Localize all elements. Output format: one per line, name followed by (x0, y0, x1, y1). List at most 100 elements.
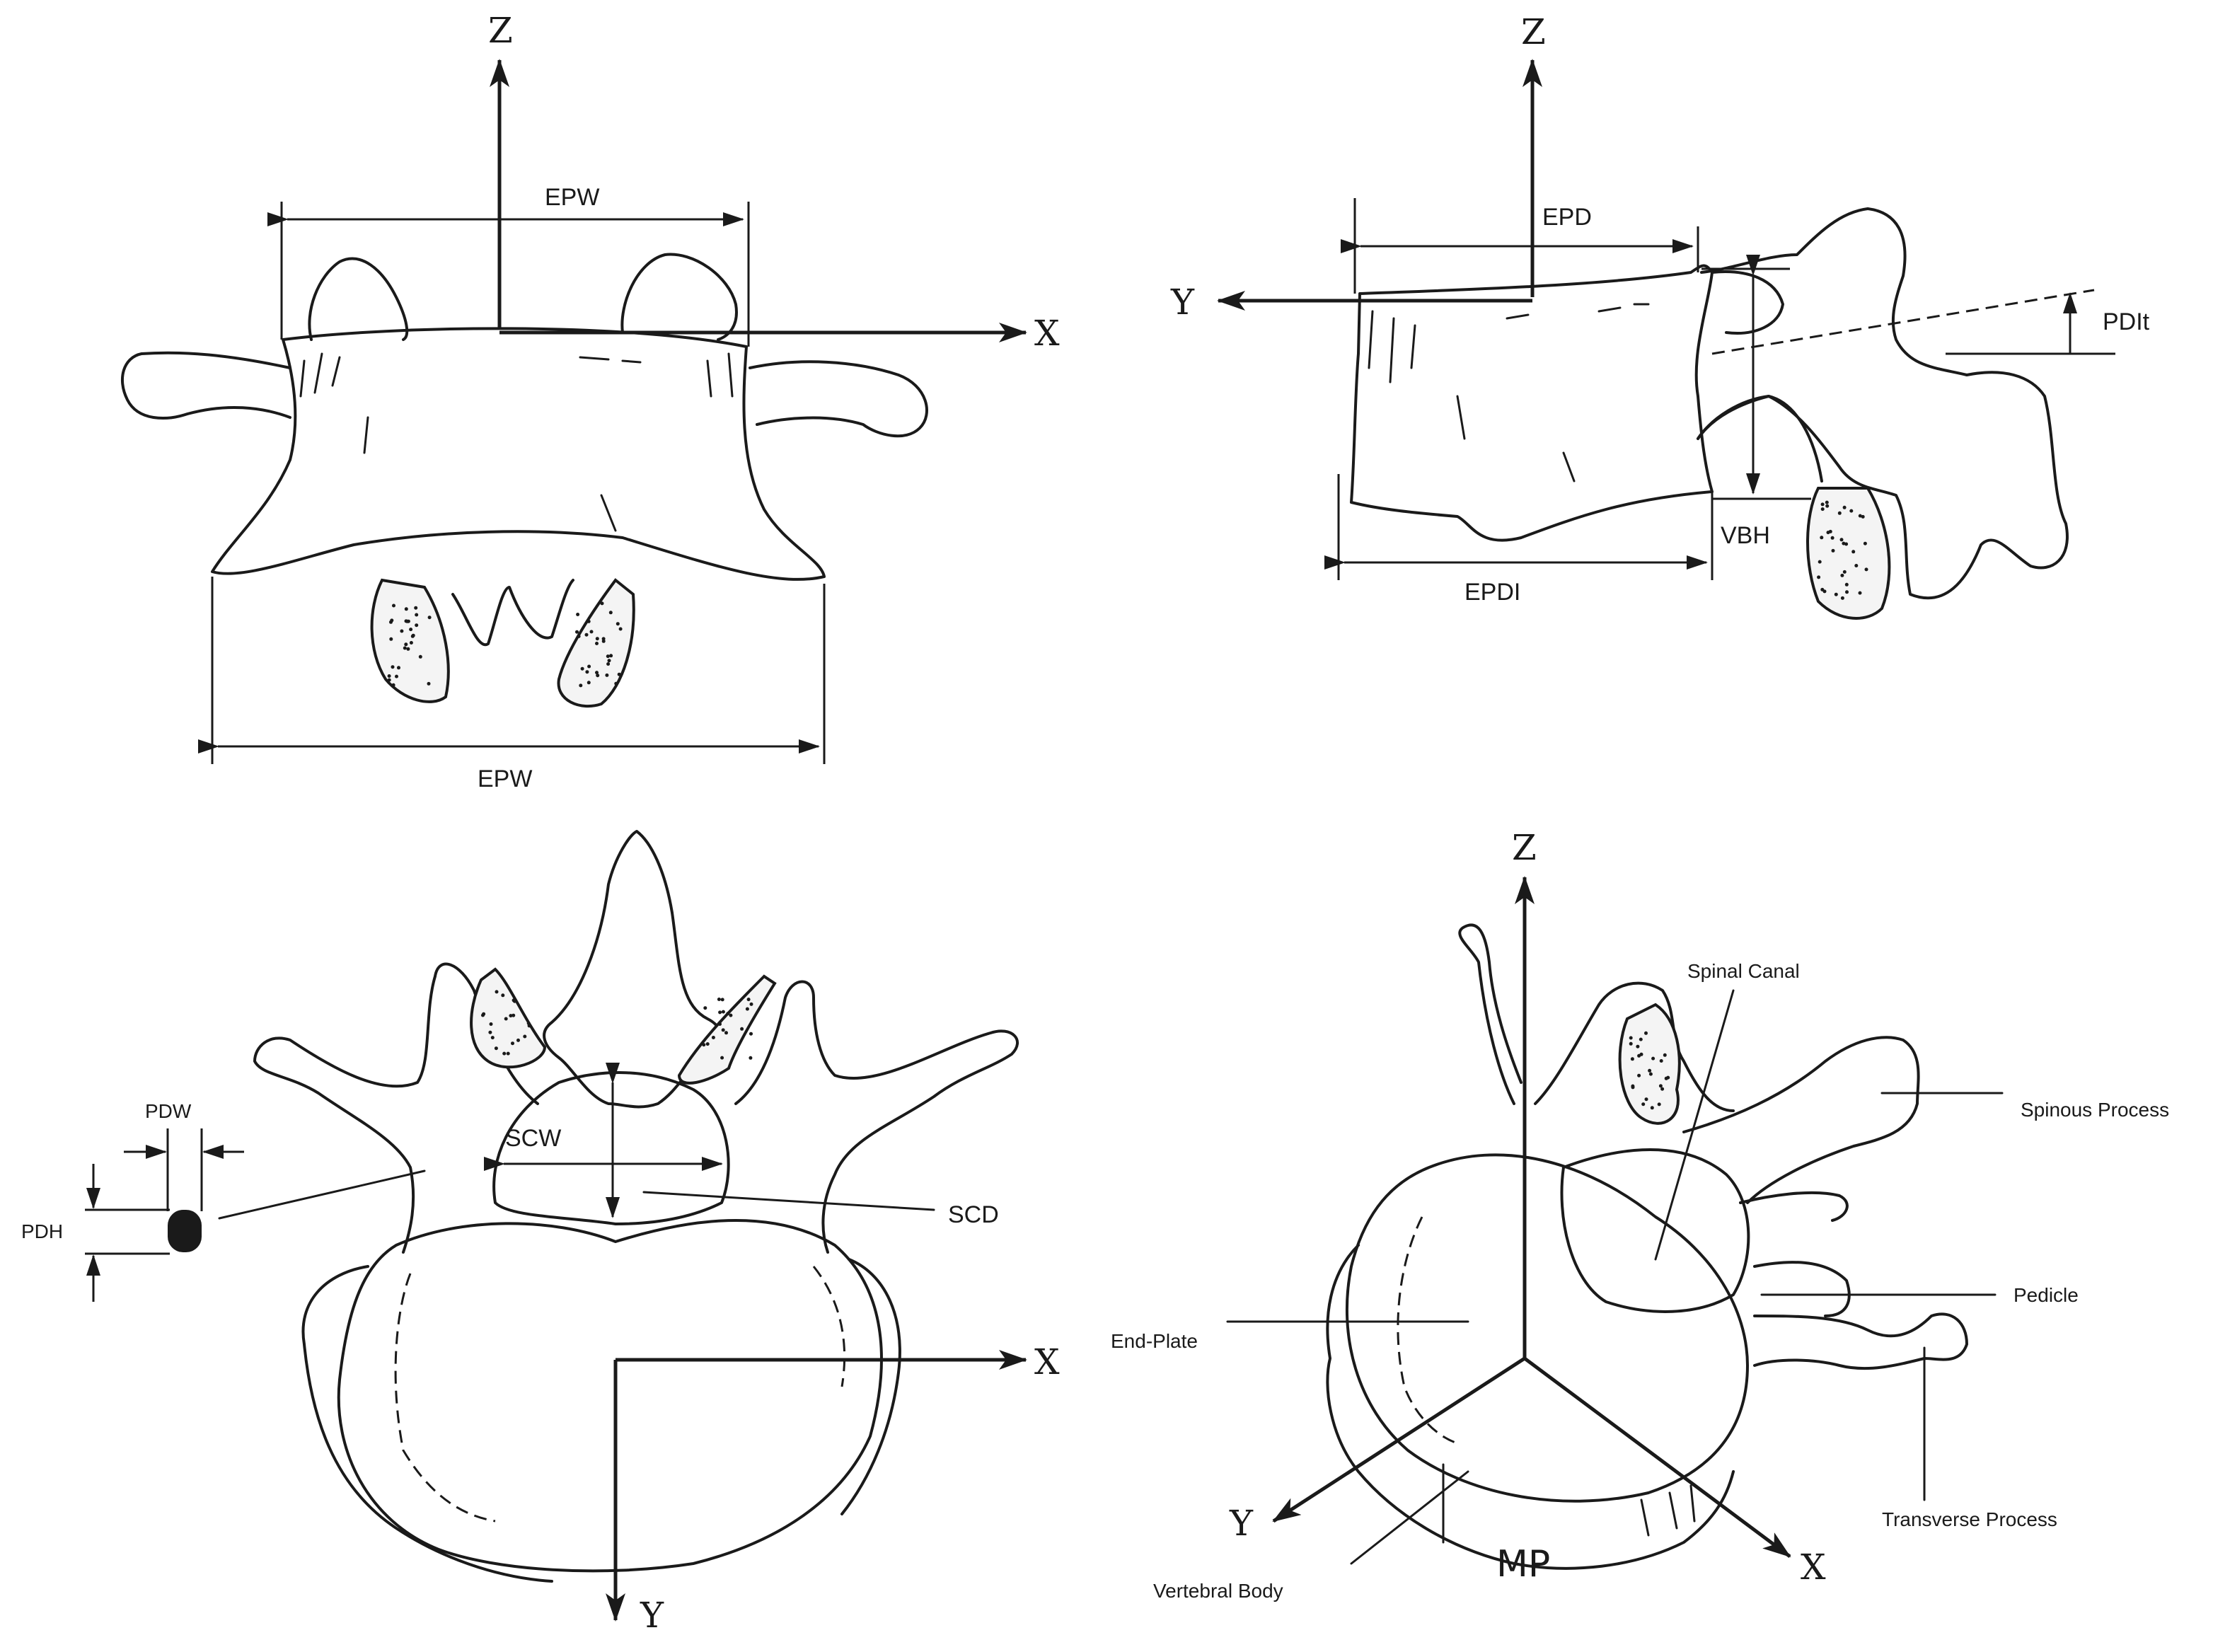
front-right-transverse-process (749, 360, 928, 438)
stipple-dot (702, 1043, 706, 1047)
stipple-dot (1825, 504, 1830, 508)
iso-spinal-canal-label: Spinal Canal (1687, 960, 1800, 982)
stipple-dot (1858, 514, 1862, 518)
stipple-dot (1659, 1059, 1663, 1063)
stipple-dot (1644, 1031, 1648, 1035)
stipple-dot (490, 1036, 495, 1040)
iso-endplate-edge (1397, 1216, 1458, 1445)
stipple-dot (512, 1013, 516, 1017)
front-facet-stipple (387, 601, 623, 688)
stipple-dot (489, 1022, 493, 1026)
stipple-dot (1842, 505, 1847, 509)
stipple-dot (526, 1021, 531, 1025)
stipple-dot (575, 630, 579, 634)
stipple-dot (418, 654, 422, 659)
stipple-dot (409, 641, 413, 645)
stipple-dot (711, 1036, 715, 1039)
superior-pedicle-section (168, 1210, 202, 1252)
stipple-dot (705, 1042, 710, 1046)
stipple-dot (504, 1017, 508, 1021)
stipple-dot (587, 681, 591, 685)
iso-x-axis (1523, 1356, 1791, 1559)
stipple-dot (721, 1028, 725, 1032)
stipple-dot (1851, 550, 1856, 554)
stipple-dot (427, 616, 432, 620)
stipple-dot (390, 618, 394, 623)
iso-x-label: X (1801, 1547, 1826, 1588)
stipple-dot (740, 1027, 744, 1031)
iso-mp-label: MP (1496, 1543, 1550, 1585)
iso-spinous-process (1682, 1036, 1920, 1204)
stipple-dot (1639, 1037, 1643, 1041)
lateral-pdit-label: PDIt (2103, 308, 2150, 335)
iso-pedicle (1739, 1191, 1851, 1317)
iso-transverse-process (1753, 1312, 1968, 1370)
stipple-dot (601, 639, 606, 643)
stipple-dot (1834, 592, 1838, 596)
stipple-dot (1648, 1072, 1653, 1076)
stipple-dot (1818, 560, 1822, 564)
panel-front-view (120, 253, 928, 708)
superior-left-transverse-process (253, 962, 539, 1254)
stipple-dot (501, 993, 505, 998)
stipple-dot (406, 647, 410, 651)
panel-lateral-view (1350, 207, 2069, 620)
lateral-epdi-label: EPDI (1464, 579, 1520, 606)
iso-left-transverse-process (1458, 923, 1522, 1105)
stipple-dot (1837, 511, 1842, 515)
iso-spinal-canal (1560, 1148, 1750, 1313)
iso-spinous-process-label: Spinous Process (2021, 1099, 2169, 1121)
stipple-dot (580, 666, 584, 671)
stipple-dot (718, 1022, 722, 1026)
superior-pedicle-leader (218, 1169, 426, 1220)
stipple-dot (1666, 1075, 1670, 1080)
stipple-dot (577, 635, 581, 638)
stipple-dot (721, 1010, 725, 1014)
stipple-dot (579, 683, 583, 688)
stipple-dot (1826, 531, 1830, 535)
stipple-dot (595, 637, 599, 641)
lateral-pdit-reference-line (1711, 289, 2095, 355)
stipple-dot (749, 1032, 753, 1036)
stipple-dot (1658, 1084, 1663, 1088)
stipple-dot (387, 678, 391, 682)
iso-spinal-canal-leader (1654, 989, 1735, 1261)
iso-end-plate-label: End-Plate (1111, 1330, 1198, 1352)
iso-transverse-process-label: Transverse Process (1882, 1508, 2057, 1530)
superior-spinous-process (543, 830, 722, 1109)
stipple-dot (717, 998, 721, 1001)
front-epw-bottom-label: EPW (478, 766, 532, 792)
stipple-dot (506, 1051, 510, 1056)
stipple-dot (729, 1013, 733, 1017)
superior-pdh-label: PDH (21, 1220, 63, 1242)
superior-facet-stipple (481, 990, 753, 1060)
stipple-dot (1839, 538, 1844, 542)
superior-scd-label: SCD (948, 1201, 999, 1228)
stipple-dot (1636, 1044, 1640, 1049)
stipple-dot (1637, 1073, 1641, 1078)
stipple-dot (392, 603, 395, 608)
stipple-dot (427, 681, 431, 686)
iso-mp-marking (1442, 1463, 1696, 1544)
stipple-dot (605, 673, 609, 677)
superior-right-articular-facet (677, 974, 777, 1085)
lateral-pedicle-notch (1697, 395, 1823, 483)
stipple-dot (1842, 570, 1847, 574)
stipple-dot (403, 646, 407, 650)
iso-posterior-arch (1534, 981, 1735, 1112)
stipple-dot (1820, 536, 1824, 540)
stipple-dot (404, 642, 408, 647)
lateral-z-label: Z (1521, 11, 1546, 52)
stipple-dot (584, 633, 589, 637)
panel-isometric-view (1326, 923, 1968, 1570)
lateral-facet-stipple (1817, 500, 1868, 600)
stipple-dot (595, 642, 599, 645)
superior-body-rim (301, 1258, 901, 1583)
stipple-dot (576, 613, 580, 616)
superior-vertebral-body (337, 1218, 883, 1573)
stipple-dot (415, 623, 419, 628)
front-x-label: X (1034, 313, 1060, 354)
lateral-epd-label: EPD (1542, 204, 1592, 231)
stipple-dot (481, 1013, 485, 1017)
